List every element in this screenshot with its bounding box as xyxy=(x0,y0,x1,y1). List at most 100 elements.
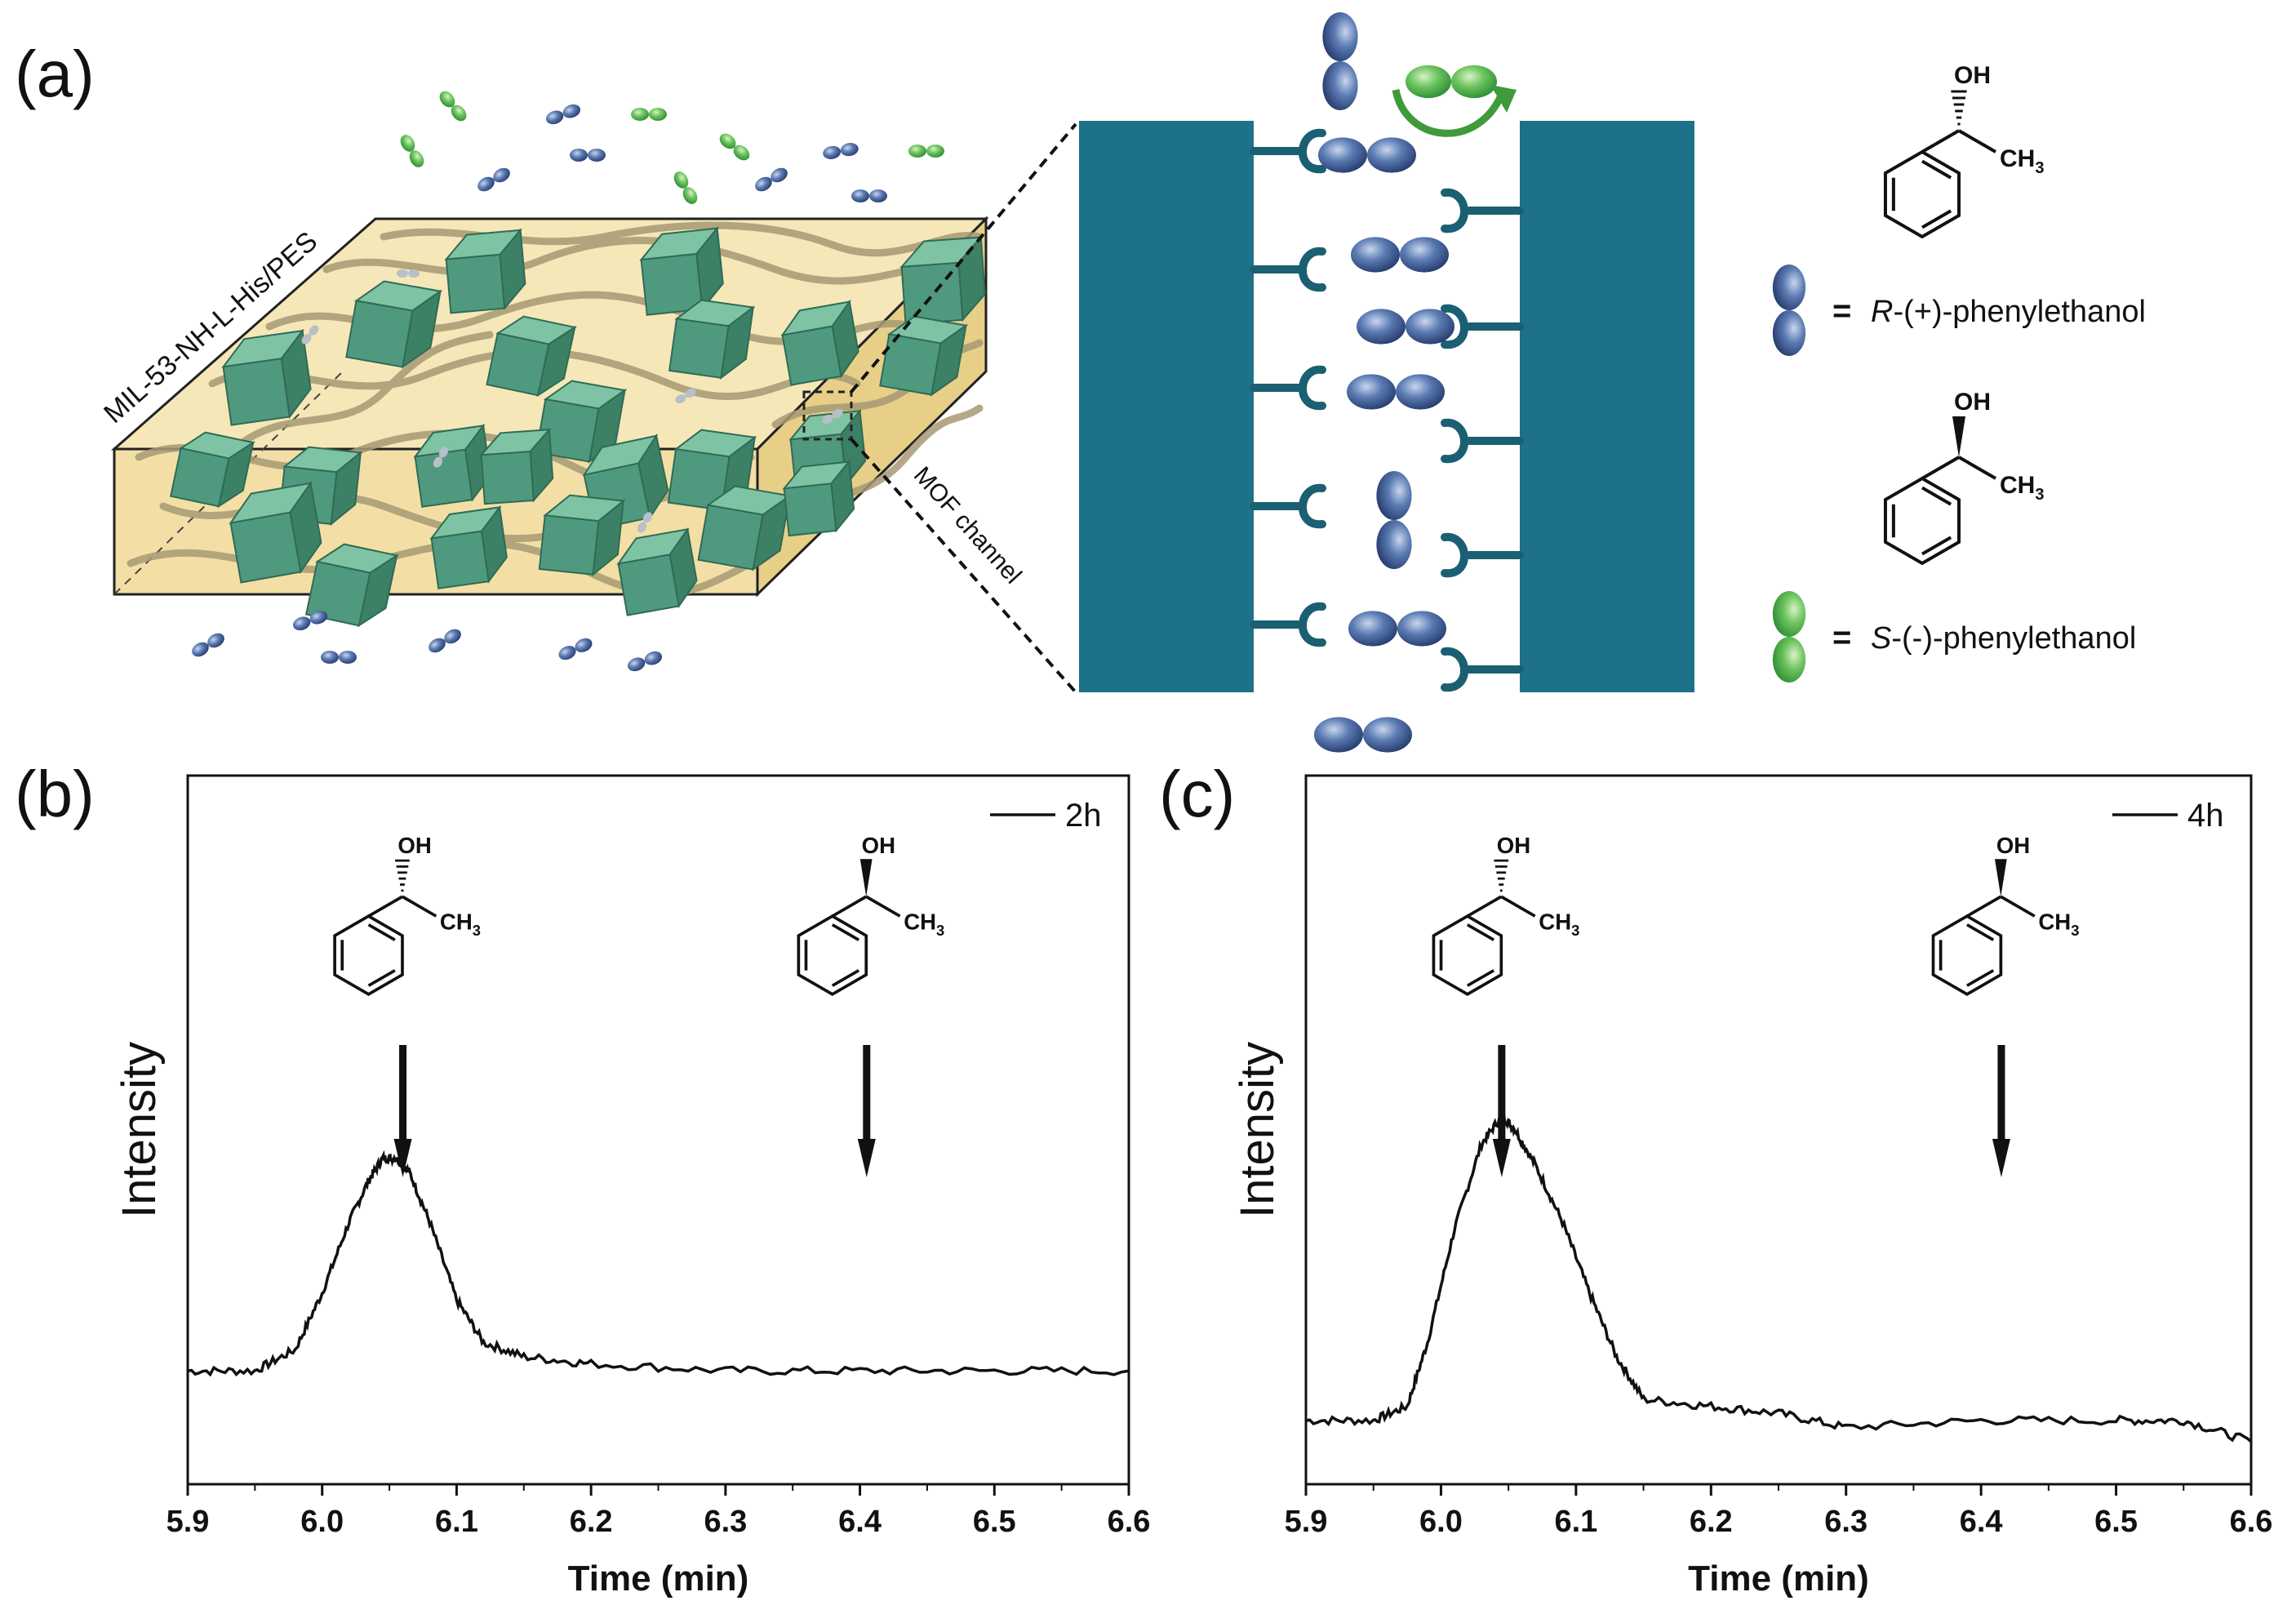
ligand-hook-right xyxy=(1441,647,1524,692)
bond xyxy=(367,895,403,918)
zoom-line-bottom xyxy=(850,438,1077,694)
ligand-hook-left xyxy=(1250,483,1326,529)
double-bond xyxy=(1921,486,1952,506)
bond xyxy=(831,895,868,918)
double-bond xyxy=(1966,969,1995,987)
legend-label: 4h xyxy=(2187,798,2224,834)
series-line xyxy=(1305,1109,2253,1443)
s-phenylethanol-structure: OH CH3 xyxy=(1883,389,2044,566)
y-axis-label: Intensity xyxy=(1231,1042,1284,1218)
membrane-hidden-edge xyxy=(113,371,344,595)
r-enantiomer-molecule xyxy=(474,165,513,194)
r-enantiomer-icon xyxy=(1772,265,1806,356)
s-enantiomer-molecule xyxy=(397,131,427,171)
x-axis-label: Time (min) xyxy=(1688,1559,1869,1599)
ch3-label: CH3 xyxy=(2000,145,2044,177)
mof-crystal xyxy=(667,429,757,512)
double-bond xyxy=(831,969,860,987)
mof-crystal xyxy=(879,315,969,397)
double-bond xyxy=(367,969,396,987)
ch3-label: CH3 xyxy=(440,909,481,939)
r-enantiomer-molecule xyxy=(321,651,357,664)
phenylethanol-structure: OH CH3 xyxy=(1883,389,2044,566)
r-enantiomer-molecule xyxy=(625,649,664,674)
benzene-ring xyxy=(797,914,868,996)
bond xyxy=(1957,129,1997,153)
x-tick-label: 6.1 xyxy=(1554,1505,1597,1539)
wedge-bond xyxy=(859,859,873,897)
x-tick-label: 6.3 xyxy=(704,1505,747,1539)
bond xyxy=(1921,129,1961,153)
zoom-line-top xyxy=(850,122,1077,394)
mof-crystal xyxy=(444,228,526,314)
phenylethanol-structure: OH CH3 xyxy=(333,833,481,996)
y-axis-label: Intensity xyxy=(113,1042,166,1218)
benzene-ring xyxy=(1883,476,1961,566)
oh-label: OH xyxy=(862,833,895,858)
x-tick-label: 6.4 xyxy=(1960,1505,2003,1539)
zoom-box xyxy=(802,390,853,441)
mof-crystal xyxy=(221,328,312,426)
panel-label-c: (c) xyxy=(1159,758,1235,830)
r-enantiomer-molecule xyxy=(570,149,606,162)
r-enantiomer-molecule xyxy=(556,635,595,663)
adsorbed-molecule xyxy=(637,512,653,533)
mof-crystal xyxy=(229,481,322,584)
benzene-ring xyxy=(1931,914,2003,996)
mof-crystal xyxy=(413,423,491,508)
ch3-label: CH3 xyxy=(2000,472,2044,504)
oh-label: OH xyxy=(1954,389,1991,416)
r-enantiomer-molecule xyxy=(425,626,464,656)
r-enantiomer-in-channel xyxy=(1357,309,1454,345)
x-tick-label: 6.2 xyxy=(570,1505,613,1539)
ligand-hook-right xyxy=(1441,532,1524,578)
mof-crystal xyxy=(169,431,255,509)
ligand-hook-left xyxy=(1250,365,1326,411)
ch3-label: CH3 xyxy=(904,909,944,939)
r-enantiomer-molecule xyxy=(189,630,228,660)
mof-crystal xyxy=(668,299,756,380)
plot-frame xyxy=(186,774,1130,1486)
x-tick-label: 6.3 xyxy=(1824,1505,1867,1539)
x-axis-label: Time (min) xyxy=(568,1559,749,1599)
plot-frame xyxy=(1304,774,2253,1486)
ligand-hook-right xyxy=(1441,418,1524,464)
oh-label: OH xyxy=(397,833,431,858)
chiral-ligands xyxy=(1250,128,1524,692)
polymer-fibre xyxy=(322,237,967,285)
oh-label: OH xyxy=(1954,62,1991,89)
r-enantiomer-in-channel xyxy=(1318,137,1416,173)
adsorbed-molecule xyxy=(397,269,420,278)
bond xyxy=(1957,456,1997,480)
channel-label: MOF channel xyxy=(908,462,1027,589)
r-enantiomer-in-channel xyxy=(1347,374,1445,410)
r-phenylethanol-structure: OH CH3 xyxy=(1883,62,2044,239)
double-bond xyxy=(831,923,860,941)
ligand-hook-left xyxy=(1250,602,1326,647)
channel-molecules xyxy=(1314,12,1497,753)
bond xyxy=(1921,456,1961,480)
double-bond xyxy=(1921,159,1952,180)
bond xyxy=(2000,895,2036,918)
double-bond xyxy=(1921,536,1952,556)
r-enantiomer-molecule xyxy=(544,102,583,127)
peak-arrowhead xyxy=(393,1139,412,1177)
x-tick-label: 6.0 xyxy=(300,1505,344,1539)
legend-equals-r: = xyxy=(1832,293,1851,329)
polymer-fibre xyxy=(241,331,494,445)
r-enantiomer-molecule xyxy=(752,165,791,194)
s-enantiomer-molecule xyxy=(436,88,470,124)
mof-crystal xyxy=(486,315,577,398)
ch3-label: CH3 xyxy=(2038,909,2079,939)
benzene-ring xyxy=(1432,914,1503,996)
peak-arrowhead xyxy=(857,1139,876,1177)
panel-label-b: (b) xyxy=(15,758,95,830)
r-enantiomer-structure: OH CH3 xyxy=(333,833,481,996)
peak-arrowhead xyxy=(1992,1139,2010,1177)
adsorbed-molecule xyxy=(675,388,696,404)
benzene-ring xyxy=(333,914,404,996)
mof-crystal xyxy=(429,505,508,589)
mof-crystal xyxy=(697,485,793,571)
